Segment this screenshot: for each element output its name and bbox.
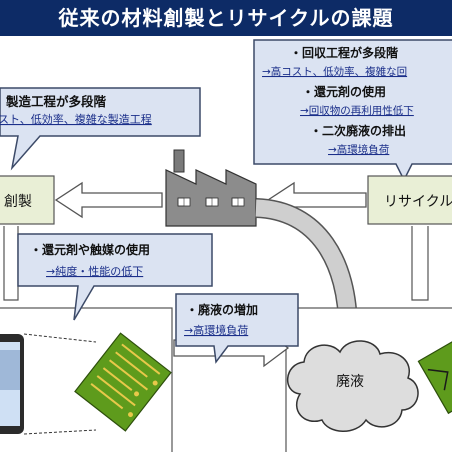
creation-label: 創製 bbox=[4, 194, 32, 210]
recycle-label: リサイクル bbox=[384, 194, 452, 210]
circuit-board-icon bbox=[74, 332, 172, 432]
recycling-point-1: ・回収工程が多段階 bbox=[290, 45, 398, 60]
node-recycle: リサイクル bbox=[367, 175, 452, 225]
recycling-detail-1: →高コスト、低効率、複雑な回 bbox=[262, 65, 407, 78]
arrow-factory-to-creation bbox=[54, 181, 163, 219]
wasteliquid-title: ・廃液の増加 bbox=[186, 302, 258, 317]
reductant-detail: →純度・性能の低下 bbox=[46, 264, 143, 278]
smartphone-icon bbox=[0, 334, 24, 434]
title-bar: 従来の材料創製とリサイクルの課題 bbox=[0, 0, 452, 36]
recycling-point-2: ・還元剤の使用 bbox=[302, 84, 386, 99]
waste-pipe bbox=[255, 198, 358, 331]
recycling-point-3: ・二次廃液の排出 bbox=[310, 123, 406, 138]
recycling-detail-2: →回収物の再利用性低下 bbox=[300, 104, 414, 117]
zoom-lines bbox=[23, 333, 97, 435]
reductant-title: ・還元剤や触媒の使用 bbox=[30, 242, 150, 257]
manufacturing-title: 製造工程が多段階 bbox=[5, 94, 107, 109]
callout-manufacturing: 製造工程が多段階 スト、低効率、複雑な製造工程 bbox=[0, 87, 201, 171]
manufacturing-detail: スト、低効率、複雑な製造工程 bbox=[0, 112, 152, 126]
wasteliquid-detail: →高環境負荷 bbox=[184, 323, 248, 337]
callout-reductant: ・還元剤や触媒の使用 →純度・性能の低下 bbox=[17, 233, 213, 321]
node-creation: 創製 bbox=[0, 175, 55, 225]
creation-connector bbox=[3, 226, 19, 301]
diagram-title: 従来の材料創製とリサイクルの課題 bbox=[58, 6, 394, 30]
cloud-icon: 廃液 bbox=[286, 340, 419, 432]
callout-wasteliquid: ・廃液の増加 →高環境負荷 bbox=[175, 293, 299, 364]
waste-label: 廃液 bbox=[336, 373, 364, 390]
callout-recycling: ・回収工程が多段階 →高コスト、低効率、複雑な回 ・還元剤の使用 →回収物の再利… bbox=[253, 39, 452, 182]
factory-icon bbox=[165, 149, 257, 227]
recycling-detail-3: →高環境負荷 bbox=[328, 143, 389, 156]
circuit-board-icon bbox=[417, 340, 452, 415]
recycle-connector bbox=[411, 226, 429, 301]
